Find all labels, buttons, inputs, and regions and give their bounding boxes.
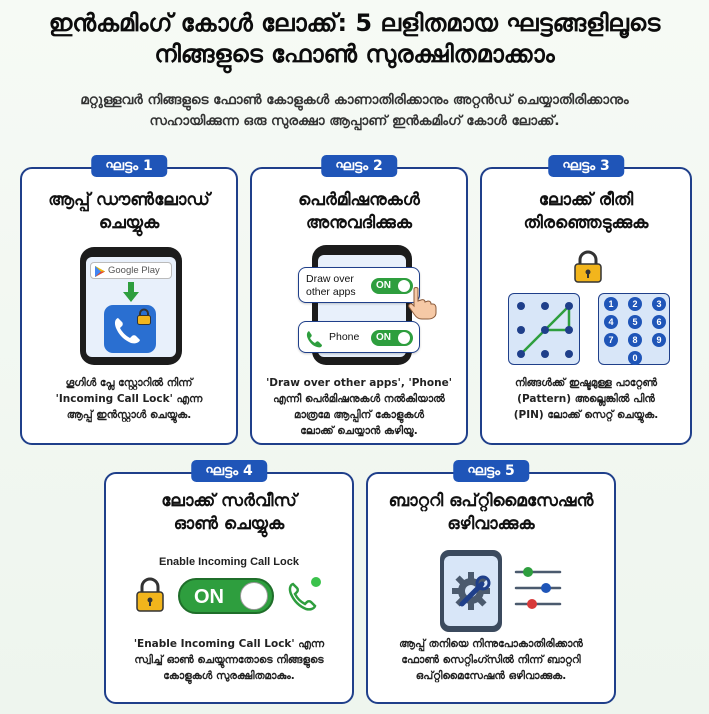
google-play-label: Google Play bbox=[108, 265, 160, 276]
keypad-key[interactable]: 2 bbox=[628, 297, 642, 311]
step-4-desc-line-3: കോളുകൾ സുരക്ഷിതമാകും. bbox=[163, 670, 295, 682]
step-5-badge: ഘട്ടം 5 bbox=[453, 460, 529, 482]
title-line-1: ഇൻകമിംഗ് കോൾ ലോക്ക്: 5 ലളിതമായ ഘട്ടങ്ങളി… bbox=[48, 9, 661, 37]
step-4-title: ലോക്ക് സർവീസ് ഓൺ ചെയ്യുക bbox=[106, 490, 352, 536]
google-play-button: Google Play bbox=[90, 262, 172, 279]
phone-call-icon bbox=[288, 577, 321, 611]
download-arrow-icon bbox=[123, 282, 139, 302]
pointing-hand-icon bbox=[408, 287, 437, 320]
enable-call-lock-toggle[interactable]: ON bbox=[178, 578, 274, 614]
step-5-title: ബാറ്ററി ഒപ്റ്റിമൈസേഷൻ ഒഴിവാക്കുക bbox=[368, 490, 614, 536]
pattern-grid-icon bbox=[517, 302, 573, 358]
page-title: ഇൻകമിംഗ് കോൾ ലോക്ക്: 5 ലളിതമായ ഘട്ടങ്ങളി… bbox=[0, 8, 709, 70]
phone-call-icon bbox=[306, 331, 322, 348]
title-line-2: നിങ്ങളുടെ ഫോൺ സുരക്ഷിതമാക്കാം bbox=[154, 40, 555, 68]
step-1-title-line-1: ആപ്പ് ഡൗൺലോഡ് bbox=[48, 190, 210, 210]
keypad-key[interactable]: 0 bbox=[628, 351, 642, 365]
step-5-description: ആപ്പ് തനിയെ നിന്നുപോകാതിരിക്കാൻ ഫോൺ സെറ്… bbox=[374, 636, 608, 684]
step-4-description: 'Enable Incoming Call Lock' എന്ന സ്വിച്ച… bbox=[112, 636, 346, 684]
settings-sliders-icon bbox=[514, 567, 562, 609]
keypad-key[interactable]: 7 bbox=[604, 333, 618, 347]
subtitle-line-1: മറ്റുള്ളവർ നിങ്ങളുടെ ഫോൺ കോളുകൾ കാണാതിരി… bbox=[80, 92, 629, 108]
draw-over-apps-permission[interactable]: Draw over other apps ON bbox=[298, 267, 420, 303]
step-1-title: ആപ്പ് ഡൗൺലോഡ് ചെയ്യുക bbox=[22, 189, 236, 235]
step-3-title-line-1: ലോക്ക് രീതി bbox=[538, 190, 634, 210]
phone-handset-icon bbox=[114, 318, 140, 344]
step-2-title: പെർമിഷനുകൾ അനുവദിക്കുക bbox=[252, 189, 466, 235]
step-5-title-line-2: ഒഴിവാക്കുക bbox=[447, 514, 535, 534]
step-3-desc-line-3: (PIN) ലോക്ക് സെറ്റ് ചെയ്യുക. bbox=[513, 409, 659, 421]
keypad-key[interactable]: 3 bbox=[652, 297, 666, 311]
play-store-icon bbox=[95, 266, 105, 277]
step-5-desc-line-1: ആപ്പ് തനിയെ നിന്നുപോകാതിരിക്കാൻ bbox=[399, 638, 583, 650]
step-2-badge: ഘട്ടം 2 bbox=[321, 155, 397, 177]
keypad-key[interactable]: 1 bbox=[604, 297, 618, 311]
enable-call-lock-label: Enable Incoming Call Lock bbox=[159, 556, 299, 568]
step-2-title-line-1: പെർമിഷനുകൾ bbox=[298, 190, 420, 210]
draw-over-toggle[interactable]: ON bbox=[371, 278, 413, 294]
step-1-description: ഗൂഗിൾ പ്ലേ സ്റ്റോറിൽ നിന്ന് 'Incoming Ca… bbox=[28, 375, 230, 423]
step-1-card: ഘട്ടം 1 ആപ്പ് ഡൗൺലോഡ് ചെയ്യുക Google Pla… bbox=[20, 155, 238, 445]
step-2-title-line-2: അനുവദിക്കുക bbox=[306, 213, 412, 233]
lock-icon bbox=[136, 577, 164, 612]
step-4-badge: ഘട്ടം 4 bbox=[191, 460, 267, 482]
step-1-desc-line-2: 'Incoming Call Lock' എന്ന bbox=[55, 393, 203, 405]
keypad-key[interactable]: 8 bbox=[628, 333, 642, 347]
keypad-key[interactable]: 4 bbox=[604, 315, 618, 329]
lock-icon bbox=[574, 250, 602, 283]
step-5-card: ഘട്ടം 5 ബാറ്ററി ഒപ്റ്റിമൈസേഷൻ ഒഴിവാക്കുക bbox=[366, 460, 616, 704]
step-3-description: നിങ്ങൾക്ക് ഇഷ്ടമുള്ള പാറ്റേൺ (Pattern) അ… bbox=[488, 375, 684, 423]
wrench-icon bbox=[459, 575, 491, 607]
pattern-lock-option[interactable] bbox=[508, 293, 580, 365]
phone-permission-label: Phone bbox=[329, 331, 360, 343]
step-3-title-line-2: തിരഞ്ഞെടുക്കുക bbox=[523, 213, 649, 233]
phone-permission[interactable]: Phone ON bbox=[298, 321, 420, 353]
step-4-desc-line-2: സ്വിച്ച് ഓൺ ചെയ്യുന്നതോടെ നിങ്ങളുടെ bbox=[134, 654, 324, 666]
step-5-desc-line-2: ഫോൺ സെറ്റിംഗ്സിൽ നിന്ന് ബാറ്ററി bbox=[401, 654, 581, 666]
phone-toggle[interactable]: ON bbox=[371, 330, 413, 346]
keypad-key[interactable]: 6 bbox=[652, 315, 666, 329]
step-3-desc-line-2: (Pattern) അല്ലെങ്കിൽ പിൻ bbox=[517, 393, 655, 405]
step-3-title: ലോക്ക് രീതി തിരഞ്ഞെടുക്കുക bbox=[482, 189, 690, 235]
step-2-desc-line-3: മാത്രമേ ആപ്പിന് കോളുകൾ bbox=[293, 409, 425, 421]
step-1-desc-line-3: ആപ്പ് ഇൻസ്റ്റാൾ ചെയ്യുക. bbox=[66, 409, 192, 421]
draw-over-label-line-1: Draw over bbox=[306, 273, 354, 285]
step-4-card: ഘട്ടം 4 ലോക്ക് സർവീസ് ഓൺ ചെയ്യുക Enable … bbox=[104, 460, 354, 704]
draw-over-label-line-2: other apps bbox=[306, 286, 356, 298]
toggle-on-text: ON bbox=[376, 332, 391, 343]
step-2-description: 'Draw over other apps', 'Phone' എന്നീ പെ… bbox=[258, 375, 460, 439]
step-4-desc-line-1: 'Enable Incoming Call Lock' എന്ന bbox=[133, 638, 325, 650]
phone-icon: Google Play bbox=[80, 247, 182, 365]
lock-icon bbox=[137, 308, 151, 325]
step-3-desc-line-1: നിങ്ങൾക്ക് ഇഷ്ടമുള്ള പാറ്റേൺ bbox=[514, 377, 658, 389]
step-5-desc-line-3: ഒപ്റ്റിമൈസേഷൻ ഒഴിവാക്കുക. bbox=[415, 670, 567, 682]
keypad-key[interactable]: 5 bbox=[628, 315, 642, 329]
subtitle-line-2: സഹായിക്കുന്ന ഒരു സുരക്ഷാ ആപ്പാണ് ഇൻകമിംഗ… bbox=[149, 113, 560, 129]
step-1-desc-line-1: ഗൂഗിൾ പ്ലേ സ്റ്റോറിൽ നിന്ന് bbox=[65, 377, 193, 389]
step-2-desc-line-4: ലോക്ക് ചെയ്യാൻ കഴിയൂ. bbox=[300, 425, 418, 437]
step-4-title-line-1: ലോക്ക് സർവീസ് bbox=[161, 491, 297, 511]
page-subtitle: മറ്റുള്ളവർ നിങ്ങളുടെ ഫോൺ കോളുകൾ കാണാതിരി… bbox=[10, 90, 699, 132]
step-2-desc-line-1: 'Draw over other apps', 'Phone' bbox=[266, 377, 452, 389]
keypad-key[interactable]: 9 bbox=[652, 333, 666, 347]
step-1-title-line-2: ചെയ്യുക bbox=[98, 213, 160, 233]
toggle-on-text: ON bbox=[194, 586, 224, 608]
step-5-title-line-1: ബാറ്ററി ഒപ്റ്റിമൈസേഷൻ bbox=[388, 491, 594, 511]
app-icon bbox=[104, 305, 156, 353]
step-3-badge: ഘട്ടം 3 bbox=[548, 155, 624, 177]
step-2-desc-line-2: എന്നീ പെർമിഷനുകൾ നൽകിയാൽ bbox=[273, 393, 445, 405]
toggle-on-text: ON bbox=[376, 280, 391, 291]
phone-icon bbox=[440, 550, 502, 632]
step-2-card: ഘട്ടം 2 പെർമിഷനുകൾ അനുവദിക്കുക Draw over… bbox=[250, 155, 468, 445]
step-1-badge: ഘട്ടം 1 bbox=[91, 155, 167, 177]
step-4-title-line-2: ഓൺ ചെയ്യുക bbox=[173, 514, 285, 534]
